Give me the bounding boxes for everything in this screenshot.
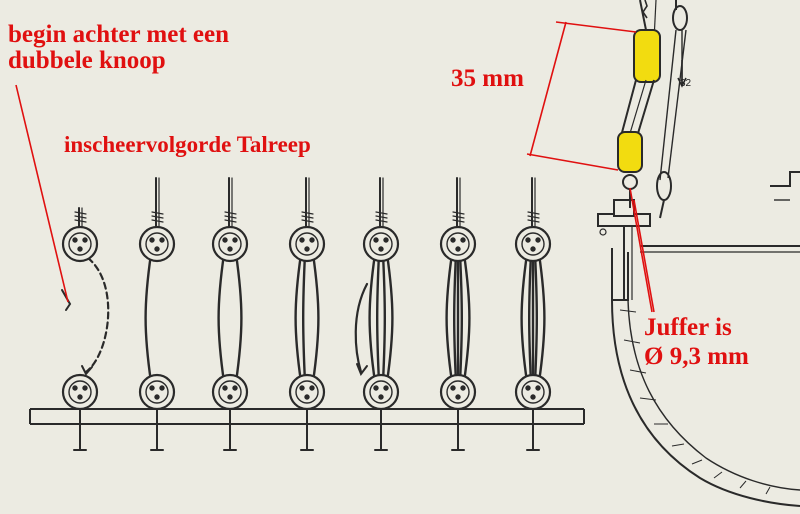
start-note-line-2: dubbele knoop [8, 47, 166, 75]
lanyard-pass [234, 252, 243, 384]
upper-deadeye-4 [288, 225, 326, 263]
upper-deadeye-1 [61, 225, 99, 263]
lanyard-pass [385, 252, 394, 384]
lanyard-pass [458, 252, 463, 384]
juffer-line-2: Ø 9,3 mm [644, 342, 749, 370]
part-number: 32 [680, 78, 692, 89]
lanyard-pass [376, 252, 381, 384]
start-knot-leader [15, 84, 69, 303]
upper-deadeye-3 [211, 225, 249, 263]
upper-deadeye-7 [514, 225, 552, 263]
lanyard-pass [294, 252, 303, 384]
lanyard-pass [311, 252, 320, 384]
dimension-line [529, 21, 567, 157]
lower-deadeye-1 [61, 373, 99, 411]
lower-deadeye-3 [211, 373, 249, 411]
lanyard-pass [462, 252, 471, 384]
reeving-stage-7 [514, 177, 552, 451]
lanyard-pass [302, 252, 307, 384]
sequence-title: inscheervolgorde Talreep [64, 132, 311, 157]
lanyard-pass [217, 252, 226, 384]
reeving-stage-1 [61, 207, 110, 451]
reeving-stage-4 [288, 177, 326, 451]
upper-deadeye-2 [138, 225, 176, 263]
start-knot-note: begin achter met een dubbele knoop [8, 21, 230, 75]
juffer-leader [629, 187, 653, 313]
lanyard-pass [368, 252, 377, 384]
lanyard-pass [381, 252, 386, 384]
start-note-line-1: begin achter met een [8, 21, 230, 48]
juffer-line-1: Juffer is [644, 314, 732, 341]
dim-ext-top [555, 21, 637, 33]
upper-deadeye-highlight [633, 29, 661, 83]
deadeye-size-note: Juffer is Ø 9,3 mm [644, 314, 749, 372]
lower-deadeye-2 [138, 373, 176, 411]
reeving-stage-6 [439, 177, 477, 451]
lanyard-pass [453, 252, 458, 384]
lanyard-pass [445, 252, 454, 384]
lower-deadeye-highlight [617, 131, 643, 173]
shroud-assembly [617, 0, 688, 219]
lower-deadeye-4 [288, 373, 326, 411]
lower-deadeye-6 [439, 373, 477, 411]
hull-section [597, 171, 800, 507]
lower-deadeye-5 [362, 373, 400, 411]
annotation-lines [15, 21, 655, 313]
lanyard-pass [537, 252, 546, 384]
lanyard-pass [520, 252, 529, 384]
lanyard-pass [533, 252, 538, 384]
lanyard-pass [144, 252, 153, 384]
reeving-stage-3 [211, 177, 249, 451]
lower-deadeye-7 [514, 373, 552, 411]
dim-ext-bottom [526, 153, 619, 171]
upper-deadeye-6 [439, 225, 477, 263]
dimension-label: 35 mm [451, 65, 524, 92]
reeving-stage-5 [354, 177, 400, 451]
reeving-stage-2 [138, 177, 176, 451]
upper-deadeye-5 [362, 225, 400, 263]
lanyard-pass [528, 252, 533, 384]
